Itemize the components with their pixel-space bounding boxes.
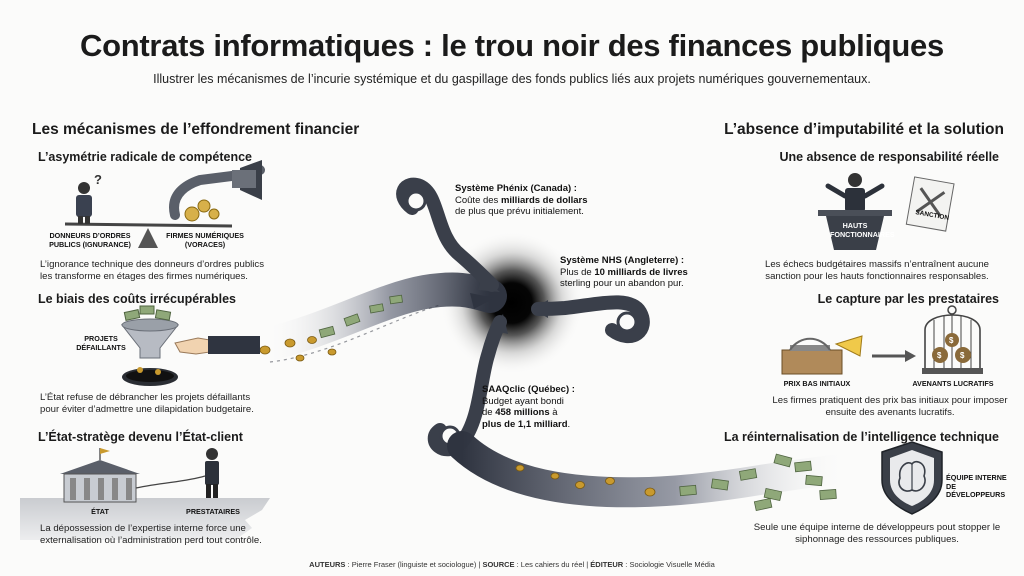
responsibility-text: Les échecs budgétaires massifs n’entraîn… [765,259,989,282]
swirl-saaq [427,315,507,457]
footer-editor-label: ÉDITEUR [590,560,624,569]
case-nhs-title: Système NHS (Angleterre) : [560,255,685,266]
state-client-title: L’État-stratège devenu l’État-client [38,430,243,444]
label-vendors: PRESTATAIRES [186,507,240,516]
footer-authors: : Pierre Fraser (linguiste et sociologue… [345,560,483,569]
footer-editor: : Sociologie Visuelle Média [623,560,715,569]
swirl-phenix [396,177,499,292]
case-saaq-title: SAAQclic (Québec) : [482,384,575,395]
case-saaq-line1: Budget ayant bondi [482,395,564,407]
capture-text: Les firmes pratiquent des prix bas initi… [772,395,1008,418]
svg-text:$: $ [960,351,965,360]
trap-cage-illustration: $ $ $ [781,305,983,375]
internalization-text: Seule une équipe interne de développeurs… [753,522,1001,545]
footer-source-label: SOURCE [482,560,515,569]
label-internal-team: ÉQUIPE INTERNE DE DÉVELOPPEURS [946,473,1007,499]
case-nhs-line2: sterling pour un abandon pur. [560,278,684,289]
page-subtitle: Illustrer les mécanismes de l’incurie sy… [153,72,871,86]
capture-title: Le capture par les prestataires [817,292,999,306]
asymmetry-title: L’asymétrie radicale de compétence [38,150,252,164]
label-low-prices: PRIX BAS INITIAUX [783,379,851,388]
left-section-heading: Les mécanismes de l’effondrement financi… [32,121,360,138]
money-stream-left [248,272,507,362]
case-saaq-line2-pre: de [482,407,496,418]
podium-illustration [818,173,955,250]
sunk-cost-text: L’État refuse de débrancher les projets … [40,392,254,415]
case-saaq-amount-start: 458 millions [495,407,550,418]
case-nhs-amount: 10 milliards de livres [594,266,688,278]
funnel-illustration [120,305,260,386]
label-senior-officials: HAUTS FONCTIONNAIRES [830,221,895,239]
swirl-nhs [531,295,650,343]
label-digital-firms: FIRMES NUMÉRIQUES (VORACES) [166,231,244,249]
case-phenix-title: Système Phénix (Canada) : [455,183,577,194]
shield-brain-icon [881,441,943,515]
banknote-icons [318,294,837,512]
case-saaq: SAAQclic (Québec) : Budget ayant bondi d… [482,384,602,430]
state-cliff-illustration [20,448,270,540]
case-phenix-line2: de plus que prévu initialement. [455,206,584,217]
right-section-heading: L’absence d’imputabilité et la solution [724,121,1004,138]
case-saaq-amount-end: plus de 1,1 milliard [482,418,568,430]
case-phenix-amount: milliards de dollars [500,194,588,206]
case-saaq-line2-post: à [549,407,558,418]
footer-credits: AUTEURS : Pierre Fraser (linguiste et so… [0,560,1024,569]
case-nhs-line1-pre: Plus de [560,266,595,278]
case-phenix: Système Phénix (Canada) : Coûte des mill… [455,183,615,218]
label-lucrative-amendments: AVENANTS LUCRATIFS [912,379,994,388]
responsibility-title: Une absence de responsabilité réelle [779,150,999,164]
footer-source: : Les cahiers du réel | [514,560,591,569]
money-stream-bottom [447,431,865,508]
sunk-cost-title: Le biais des coûts irrécupérables [38,292,236,306]
label-public-clients: DONNEURS D’ORDRES PUBLICS (IGNURANCE) [49,231,131,249]
internalization-title: La réinternalisation de l’intelligence t… [723,430,999,444]
case-nhs: Système NHS (Angleterre) : Plus de 10 mi… [560,255,720,290]
asymmetry-text: L’ignorance technique des donneurs d’ord… [40,259,265,282]
page-title: Contrats informatiques : le trou noir de… [80,28,944,63]
coin-icons [259,336,656,497]
svg-text:$: $ [937,351,942,360]
label-failed-projects: PROJETS DÉFAILLANTS [76,334,126,352]
seesaw-illustration: ? [64,160,265,248]
case-phenix-line1-pre: Coûte des [455,194,501,206]
label-state: ÉTAT [91,507,109,516]
case-saaq-line3-post: . [567,418,571,430]
state-client-text: La dépossession de l’expertise interne f… [40,523,262,546]
svg-text:?: ? [94,172,102,187]
footer-authors-label: AUTEURS [309,560,346,569]
svg-text:$: $ [949,336,954,345]
